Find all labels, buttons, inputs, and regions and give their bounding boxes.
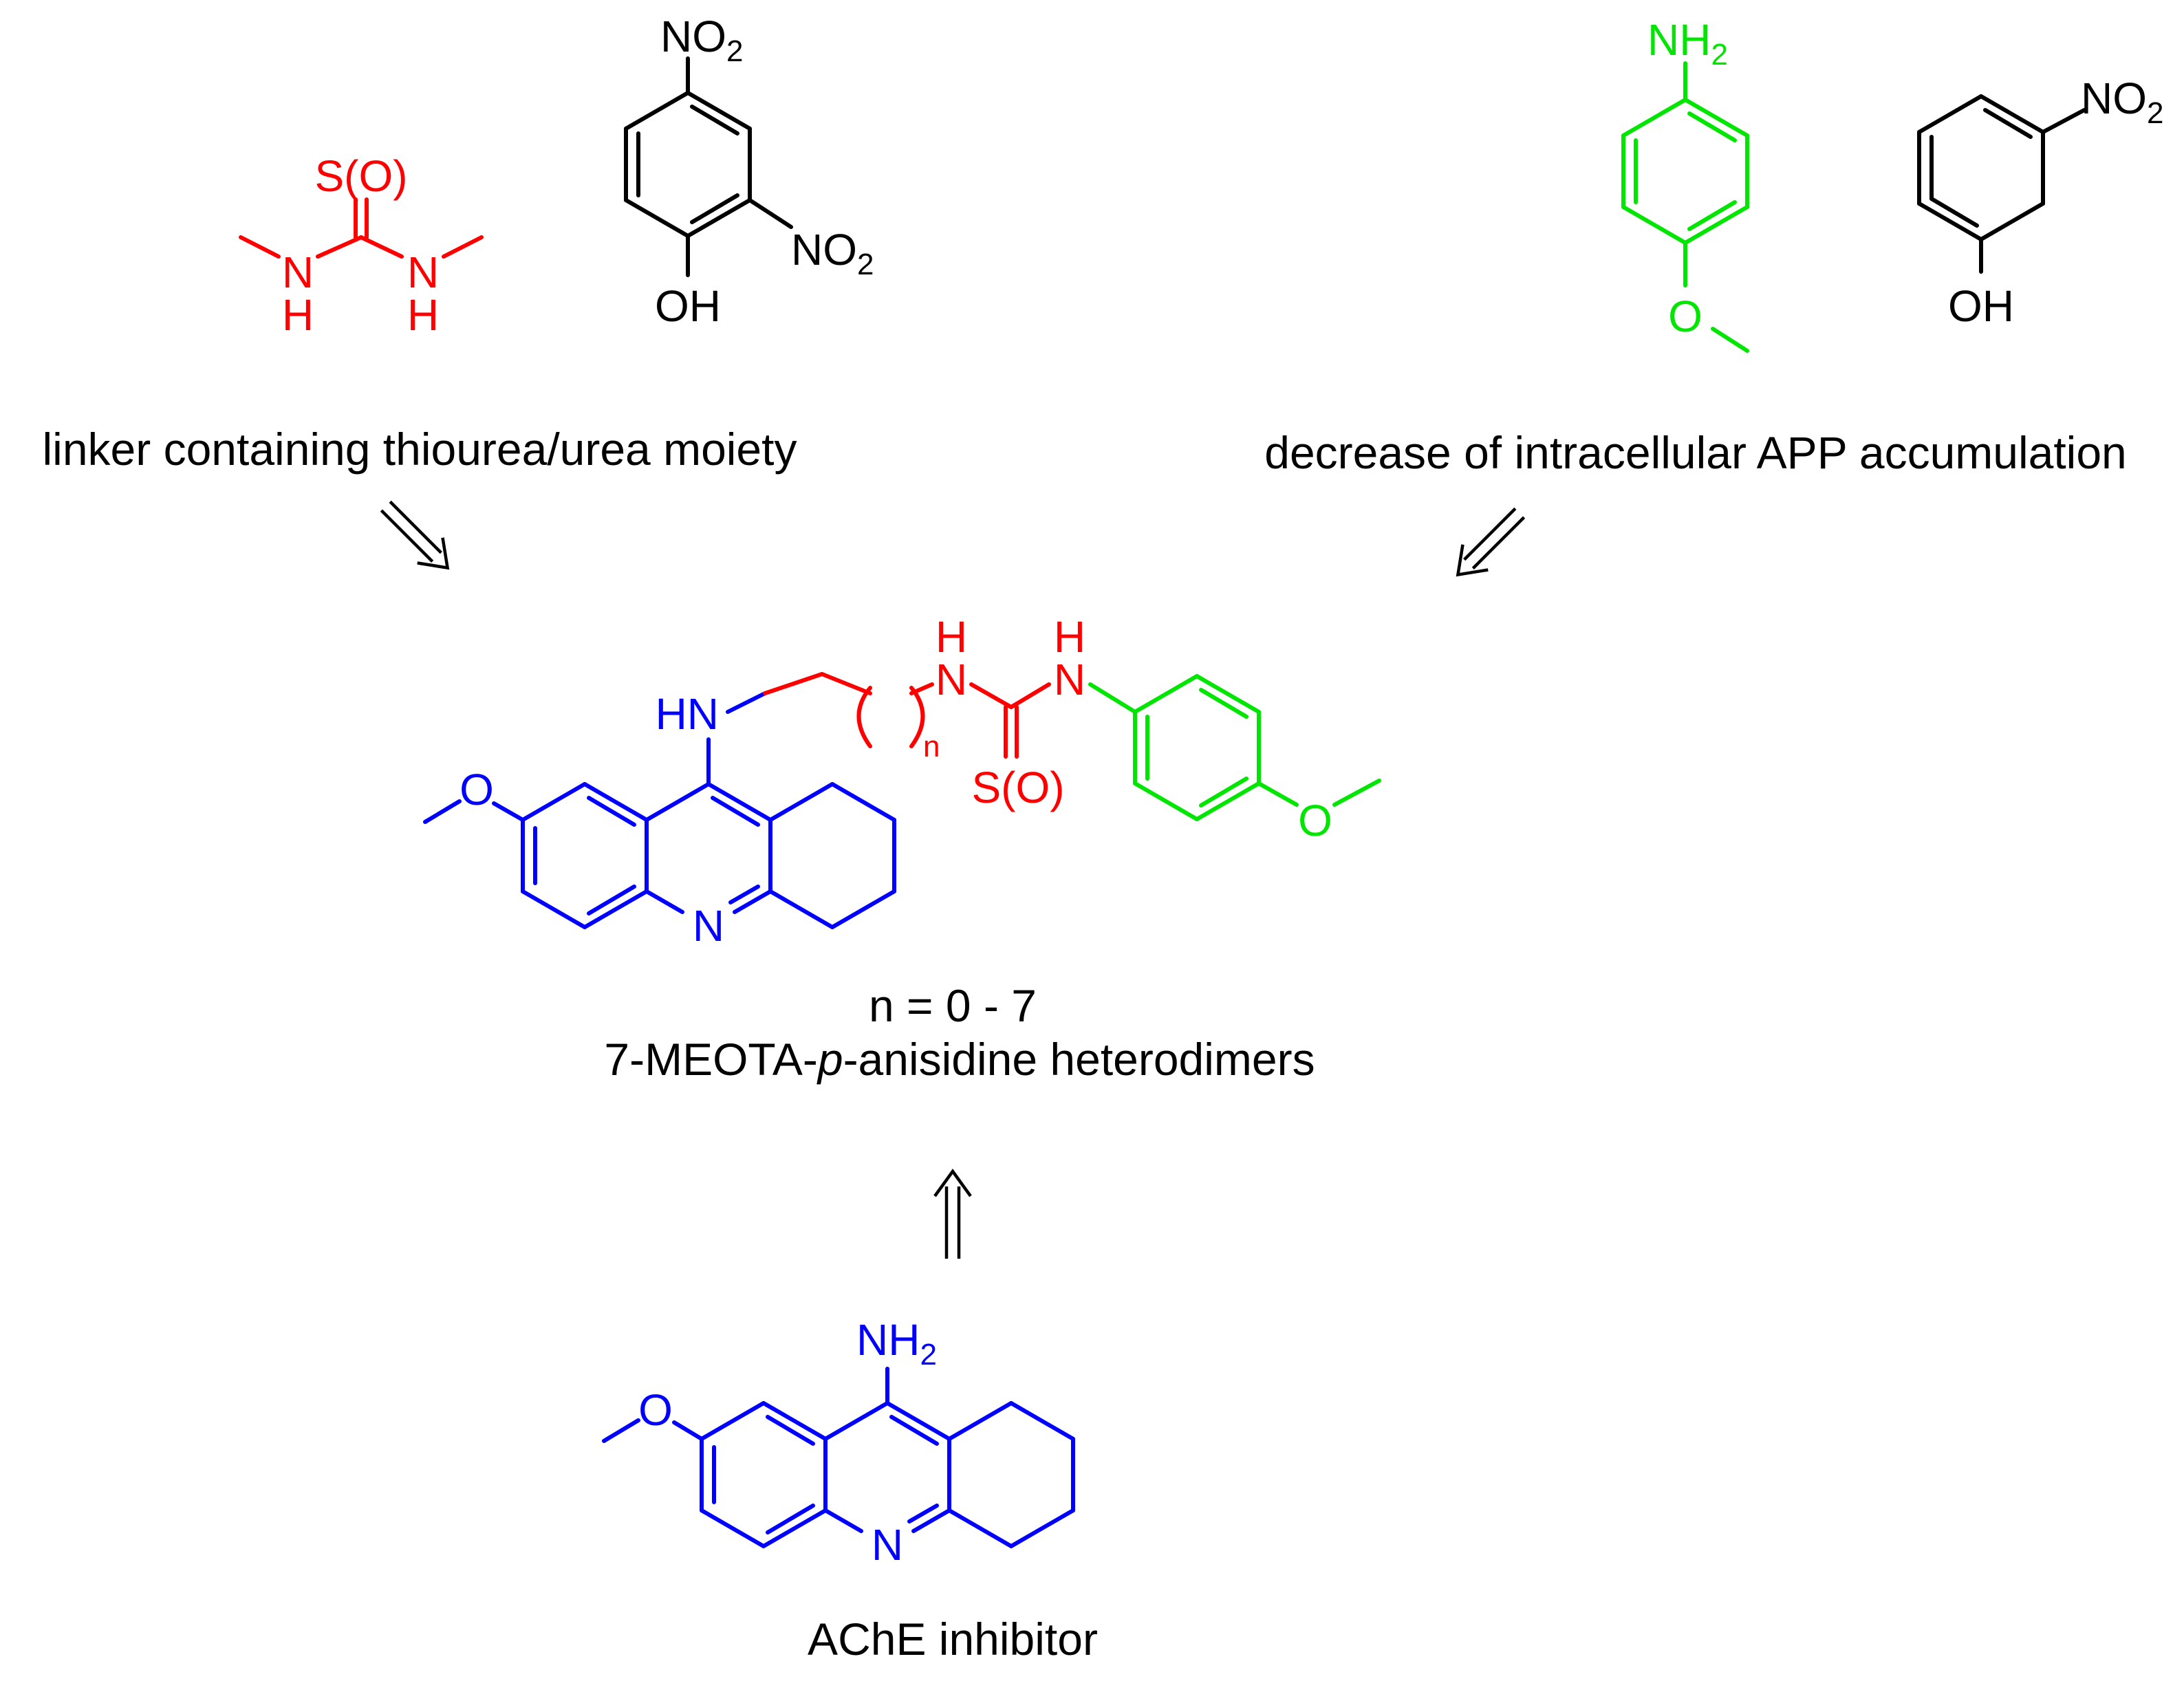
dinitrophenol: NO2 NO2 OH <box>624 12 874 331</box>
nitro-group-2: NO2 <box>791 225 874 281</box>
nitro-group-1: NO2 <box>660 12 743 68</box>
ache-caption: AChE inhibitor <box>808 1614 1098 1664</box>
amine-label-1: NH2 <box>1647 15 1728 72</box>
meota-structure: NH2 O N <box>602 1315 1075 1570</box>
app-caption: decrease of intracellular APP accumulati… <box>1264 427 2126 478</box>
heterodimer-structure: N O HN n N H N H S(O) <box>423 612 1381 951</box>
thiourea-h2-label: H <box>1054 612 1085 662</box>
hydroxyl-label-2: OH <box>1948 281 2014 331</box>
amine-label-2: NH2 <box>856 1315 937 1371</box>
linker-fragment: S(O) N H N H <box>239 151 484 340</box>
thiourea-sulfur-label: S(O) <box>971 763 1064 812</box>
retro-arrow-right <box>1456 507 1526 577</box>
methoxy-oxygen-2: O <box>459 765 494 814</box>
p-anisidine: NH2 O <box>1621 15 1749 353</box>
retro-arrow-bottom <box>933 1169 972 1259</box>
chain-index-n: n <box>923 730 940 763</box>
retro-arrow-left <box>380 500 450 570</box>
product-caption: 7-MEOTA-p-anisidine heterodimers <box>604 1034 1315 1085</box>
thiourea-h1-label: H <box>936 612 967 662</box>
methoxy-oxygen-3: O <box>1298 796 1332 845</box>
thiourea-n2-label: N <box>1054 655 1085 704</box>
hydroxyl-label-1: OH <box>655 281 721 331</box>
methoxy-oxygen-1: O <box>1668 292 1702 341</box>
linker-n1-label: N <box>282 248 314 297</box>
ring-nitrogen-label-1: N <box>693 901 724 951</box>
thiourea-n1-label: N <box>936 655 967 704</box>
linker-n2-label: N <box>407 248 439 297</box>
linker-h1-label: H <box>282 290 314 340</box>
n-range-caption: n = 0 - 7 <box>869 980 1037 1031</box>
nitro-group-3: NO2 <box>2081 74 2163 130</box>
linker-caption: linker containing thiourea/urea moiety <box>43 424 797 475</box>
amine-nh-label: HN <box>656 689 719 739</box>
ring-nitrogen-label-2: N <box>872 1520 903 1570</box>
linker-sulfur-label: S(O) <box>314 151 407 201</box>
methoxy-oxygen-4: O <box>638 1385 673 1435</box>
linker-h2-label: H <box>407 290 439 340</box>
nitrophenol: NO2 OH <box>1917 74 2163 331</box>
